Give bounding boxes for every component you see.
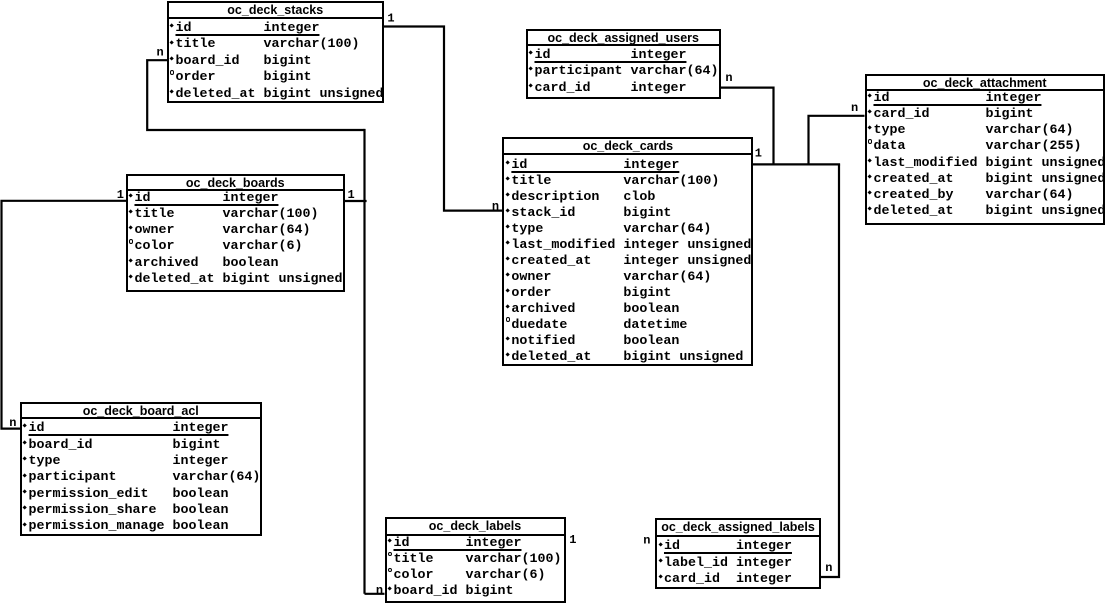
svg-text:1: 1 (569, 533, 576, 547)
svg-text:n: n (643, 533, 650, 547)
svg-text:1: 1 (117, 188, 124, 202)
svg-text:n: n (376, 583, 383, 597)
svg-text:n: n (851, 101, 858, 115)
svg-text:1: 1 (755, 146, 762, 160)
svg-text:n: n (157, 45, 164, 59)
svg-text:n: n (725, 71, 732, 85)
svg-text:n: n (492, 199, 499, 213)
svg-text:1: 1 (348, 188, 355, 202)
svg-text:n: n (9, 416, 16, 430)
svg-text:n: n (825, 561, 832, 575)
svg-text:1: 1 (387, 12, 394, 26)
